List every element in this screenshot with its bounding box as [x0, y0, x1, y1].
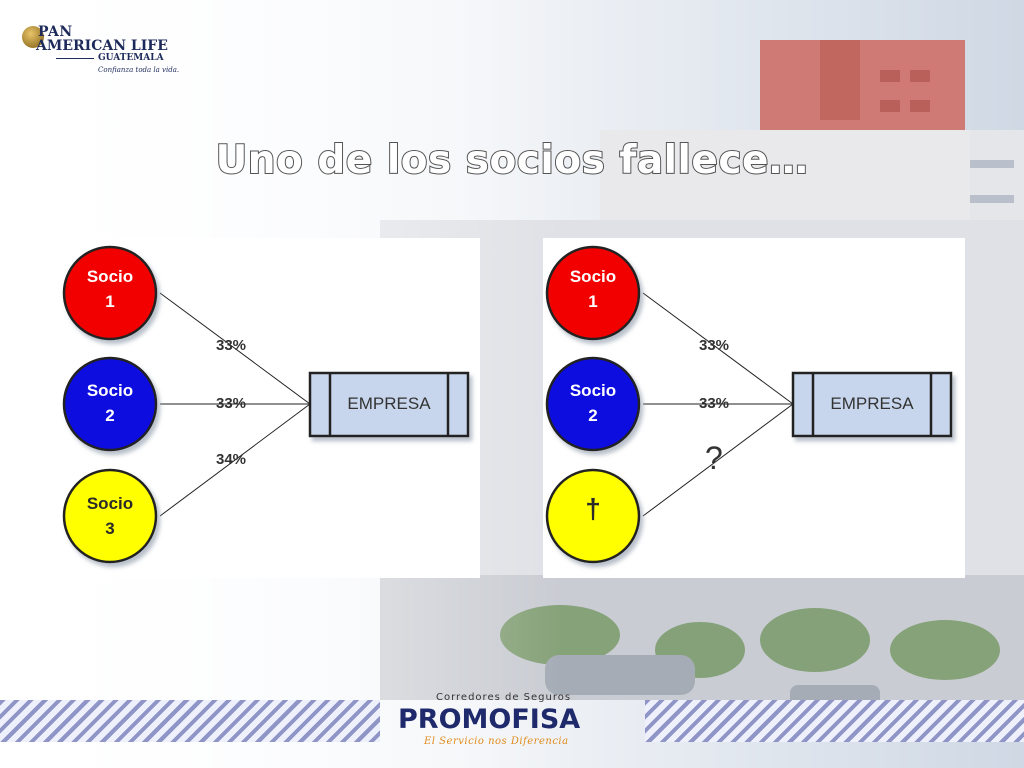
logo-rule — [56, 58, 94, 59]
company-box — [308, 371, 470, 438]
partner-1-name: Socio — [569, 267, 617, 286]
diagram-before-graphics — [62, 245, 470, 564]
share-label-2: 33% — [216, 395, 247, 412]
diagram-before: Socio 1 Socio 2 Socio 3 33% 33% 34% EMPR… — [58, 238, 480, 578]
partner-2-number: 2 — [588, 406, 598, 425]
partner-circle-2 — [62, 356, 158, 452]
partner-circle-1 — [62, 245, 158, 341]
slide-title: Uno de los socios fallece… — [215, 137, 809, 184]
promofisa-tagline-top: Corredores de Seguros — [436, 692, 572, 703]
share-label-2: 33% — [699, 395, 730, 412]
diagram-after: Socio 1 Socio 2 † 33% 33% ? EMPRESA — [543, 238, 965, 578]
partner-circle-1 — [545, 245, 641, 341]
logo-line-1: PAN — [38, 24, 73, 40]
connector-3 — [642, 403, 794, 517]
logo-tagline: Confianza toda la vida. — [98, 66, 180, 74]
unknown-share-mark: ? — [705, 440, 723, 476]
partner-3-number: 3 — [105, 519, 115, 538]
partner-2-name: Socio — [569, 381, 617, 400]
globe-icon — [22, 26, 44, 48]
logo-line-3: GUATEMALA — [98, 53, 164, 63]
company-box — [791, 371, 953, 438]
partner-circle-3 — [545, 468, 641, 564]
partner-2-label: Socio 2 — [545, 378, 641, 428]
partner-1-label: Socio 1 — [545, 264, 641, 314]
partner-1-label: Socio 1 — [62, 264, 158, 314]
promofisa-brand: PROMOFISA — [398, 704, 581, 735]
connector-1 — [642, 292, 794, 405]
partner-1-name: Socio — [86, 267, 134, 286]
partner-1-number: 1 — [105, 292, 115, 311]
share-label-1: 33% — [699, 337, 730, 354]
connector-1 — [159, 292, 311, 405]
partner-circle-3 — [62, 468, 158, 564]
company-label: EMPRESA — [347, 394, 431, 413]
company-label: EMPRESA — [830, 394, 914, 413]
deceased-cross-icon: † — [585, 493, 601, 524]
footer-stripe-left — [0, 700, 380, 742]
connector-3 — [159, 403, 311, 517]
partner-2-number: 2 — [105, 406, 115, 425]
partner-1-number: 1 — [588, 292, 598, 311]
diagram-after-graphics — [545, 245, 953, 564]
logo-line-2: AMERICAN LIFE — [36, 38, 168, 54]
partner-3-label: Socio 3 — [62, 491, 158, 541]
partner-2-label: Socio 2 — [62, 378, 158, 428]
promofisa-logo: Corredores de Seguros PROMOFISA El Servi… — [382, 690, 644, 754]
partner-circle-2 — [545, 356, 641, 452]
footer-stripe-right — [645, 700, 1024, 742]
promofisa-tagline-bottom: El Servicio nos Diferencia — [424, 736, 569, 747]
partner-3-name: Socio — [86, 494, 134, 513]
partner-2-name: Socio — [86, 381, 134, 400]
share-label-3: 34% — [216, 451, 247, 468]
share-label-1: 33% — [216, 337, 247, 354]
pan-american-life-logo: PAN AMERICAN LIFE GUATEMALA Confianza to… — [22, 22, 182, 78]
